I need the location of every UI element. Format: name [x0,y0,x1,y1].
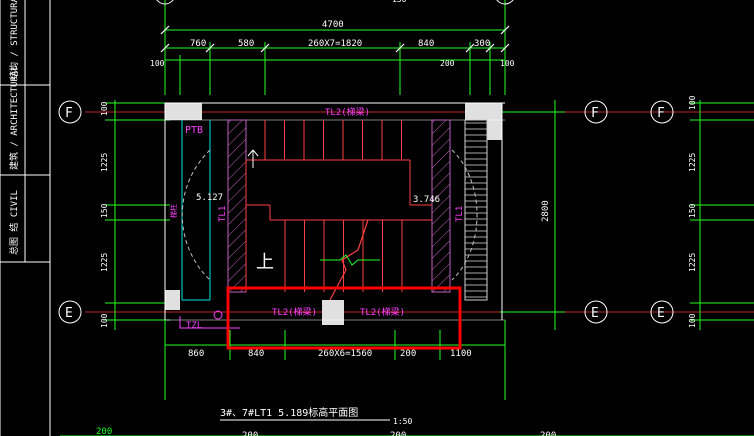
dim-inner-200: 200 [440,59,455,68]
label-tl2-bottom-left: TL2(梯梁) [272,306,317,318]
stair-walls [164,102,505,325]
label-side-note: 梯柱 [169,204,178,218]
dim-bottom-row-200-b: 200 [390,431,406,436]
dim-far-100-top: 100 [688,95,697,110]
break-line [329,219,369,301]
dim-far-1225-bot: 1225 [688,253,697,272]
svg-text:F: F [65,106,73,121]
landing-arc-left [181,149,211,281]
tl1-right-beam [431,119,451,293]
drawing-scale: 1:50 [393,417,412,426]
svg-text:E: E [657,306,665,321]
label-tl2-top: TL2(梯梁) [325,106,370,118]
dim-far-100-bot: 100 [688,313,697,328]
dim-bottom-840: 840 [248,349,264,359]
axis-marker-E-right: E [584,300,608,324]
title-civil: 总图 结 CIVIL [8,190,20,255]
right-dimensions [500,100,565,330]
axis-marker-F-left: F [58,100,82,124]
label-elev-left: 5.127 [196,193,223,203]
up-arrow-icon [247,149,259,168]
axis-marker-F-right: F [584,100,608,124]
tl1-left-beam [227,119,247,293]
svg-text:E: E [65,306,73,321]
break-marker-green [320,254,380,266]
label-tzl: TZL [186,321,202,331]
label-elev-right: 3.746 [413,195,440,205]
dim-bottom-1100: 1100 [450,349,472,359]
svg-text:F: F [591,106,599,121]
dim-left-1225-top: 1225 [100,153,109,172]
dim-left-100: 100 [150,59,165,68]
axis-marker-F-far-right: F [650,100,674,124]
top-dim-ticks [160,25,510,53]
dim-left-150: 150 [100,203,109,218]
highlight-box [226,286,462,350]
title-architectural: 建筑 / ARCHITECTURAL [8,65,20,170]
title-structural: 结构 / STRUCTURAL [8,0,20,80]
dim-far-150: 150 [688,203,697,218]
bottom-dimensions [164,320,506,400]
dim-treads-top: 260X7=1820 [308,39,362,49]
axis-circle-top-right [496,0,514,5]
dim-bottom-860: 860 [188,349,204,359]
stair-landing-lines [245,159,432,292]
dim-bottom-row-200-c: 200 [540,431,556,436]
dim-760: 760 [190,39,206,49]
tzl-marker [213,310,223,320]
label-ptb: PTB [185,125,203,136]
dim-left-100-top: 100 [100,101,109,116]
title-block: 结构 / STRUCTURAL 建筑 / ARCHITECTURAL 总图 结 … [0,0,51,436]
dim-300: 300 [474,39,490,49]
dim-left-100-bot: 100 [100,313,109,328]
dim-bottom-200: 200 [400,349,416,359]
axis-marker-E-far-right: E [650,300,674,324]
svg-text:F: F [657,106,665,121]
dim-840: 840 [418,39,434,49]
right-wall-hatch [464,119,488,301]
tzl-leader [179,316,240,329]
label-tl1-right: TL1 [455,206,465,222]
stair-treads [264,120,403,292]
drawing-caption: 3#、7#LT1 5.189标高平面图 [220,406,358,419]
dim-top-cut: 150 [392,0,407,4]
label-up: 上 [256,252,274,273]
dim-bottom-row-200-a: 200 [242,431,258,436]
dim-bottom-row-200-left: 200 [96,427,112,436]
axis-circle-top-left [156,0,174,5]
dim-right-100: 100 [500,59,515,68]
label-tl1-left: TL1 [218,206,228,222]
dim-left-1225-bot: 1225 [100,253,109,272]
dim-bottom-treads: 260X6=1560 [318,349,372,359]
far-right-dimensions [690,100,754,330]
label-tl2-bottom-right: TL2(梯梁) [360,306,405,318]
dim-far-1225-top: 1225 [688,153,697,172]
landing-arc-right [451,149,478,281]
axis-marker-E-left: E [58,300,82,324]
dim-right-overall: 2800 [541,200,551,222]
svg-text:E: E [591,306,599,321]
dim-overall-top: 4700 [322,20,344,30]
left-dimensions [105,100,170,330]
dim-580: 580 [238,39,254,49]
